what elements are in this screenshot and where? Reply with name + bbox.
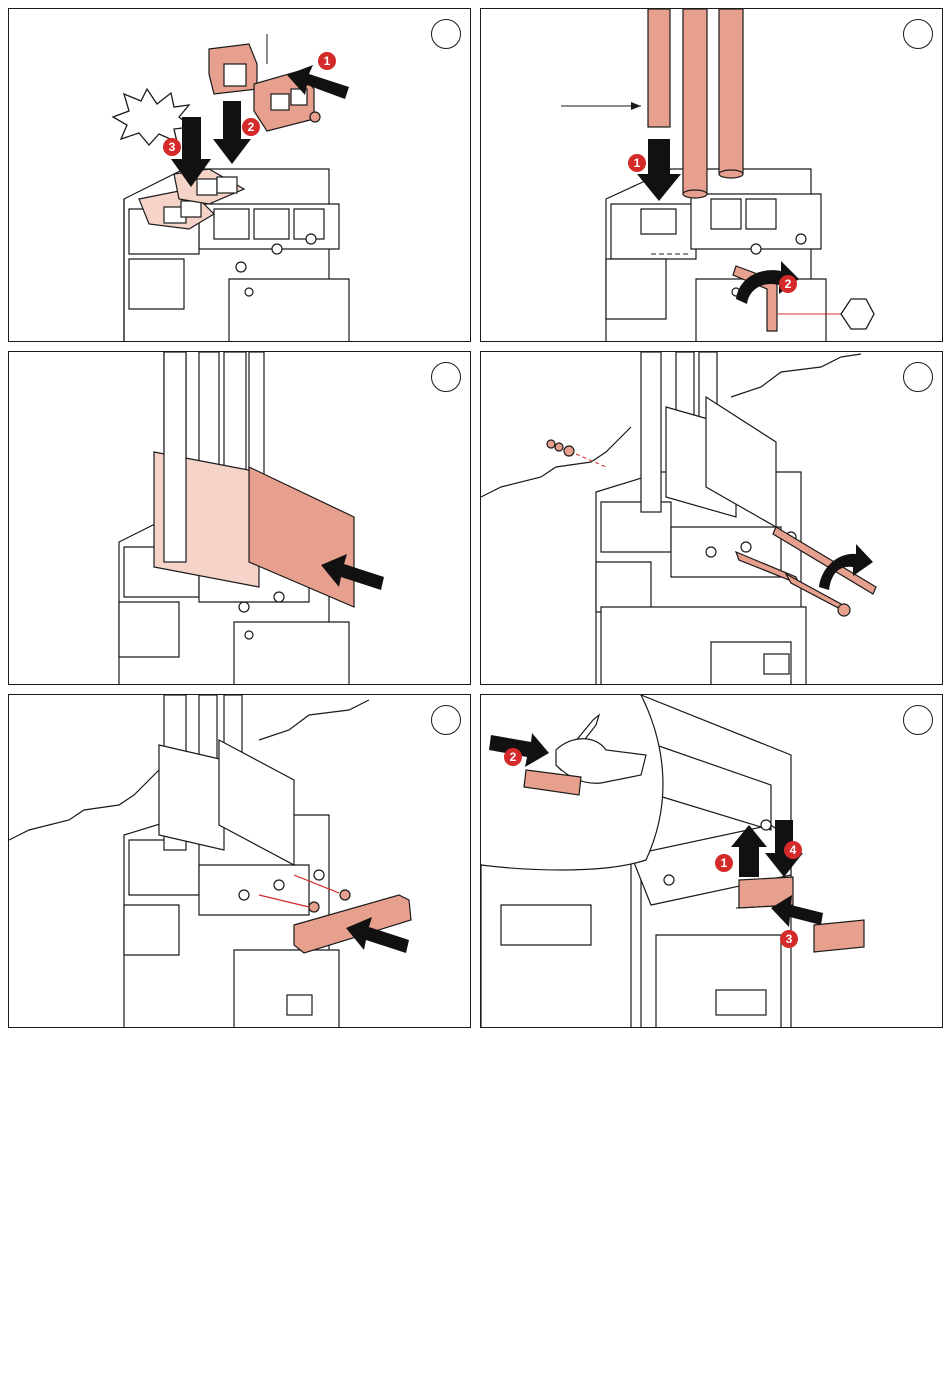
step-circle: [431, 705, 461, 735]
panel-1: 1 2 3: [8, 8, 471, 342]
step-circle: [903, 362, 933, 392]
svg-text:2: 2: [510, 750, 517, 764]
step-circle: [903, 705, 933, 735]
badge-2: 2: [504, 748, 522, 766]
panel-5: [8, 694, 471, 1028]
badge-3: 3: [163, 138, 181, 156]
svg-text:1: 1: [324, 54, 331, 68]
black-arrow-icon: [9, 352, 471, 685]
badge-3: 3: [780, 930, 798, 948]
svg-text:2: 2: [248, 120, 255, 134]
panel-6: 2 1 4 3: [480, 694, 943, 1028]
badge-1: 1: [318, 52, 336, 70]
panel-3: [8, 351, 471, 685]
step-circle: [431, 19, 461, 49]
badge-2: 2: [779, 275, 797, 293]
badge-4: 4: [784, 841, 802, 859]
step-circle: [903, 19, 933, 49]
step-badges: 1 2 3: [9, 9, 471, 342]
badge-1: 1: [715, 854, 733, 872]
step-badges: 1 2: [481, 9, 943, 342]
svg-text:3: 3: [786, 932, 793, 946]
panel-4: [480, 351, 943, 685]
svg-text:2: 2: [785, 277, 792, 291]
badge-1: 1: [628, 154, 646, 172]
svg-text:3: 3: [169, 140, 176, 154]
black-arrow-icon: [9, 695, 471, 1028]
panel-2: 1 2: [480, 8, 943, 342]
badge-2: 2: [242, 118, 260, 136]
svg-text:4: 4: [790, 843, 797, 857]
step-circle: [431, 362, 461, 392]
step-badges: 2 1 4 3: [481, 695, 943, 1028]
svg-text:1: 1: [721, 856, 728, 870]
rotate-arrow-icon: [481, 352, 943, 685]
svg-text:1: 1: [634, 156, 641, 170]
